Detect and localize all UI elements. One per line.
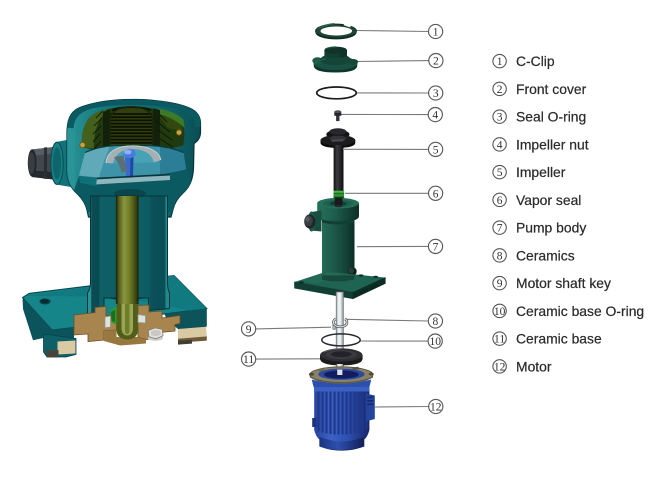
svg-text:7: 7	[497, 223, 503, 235]
svg-text:Impeller nut: Impeller nut	[516, 136, 589, 152]
svg-text:7: 7	[433, 242, 439, 254]
svg-text:2: 2	[497, 84, 503, 96]
svg-text:Motor: Motor	[516, 358, 552, 374]
svg-text:Vapor seal: Vapor seal	[516, 192, 581, 208]
svg-text:Impeller: Impeller	[516, 164, 566, 180]
svg-text:11: 11	[243, 354, 254, 366]
svg-text:10: 10	[494, 306, 506, 318]
svg-text:1: 1	[433, 27, 439, 39]
svg-text:11: 11	[494, 334, 505, 346]
svg-text:2: 2	[433, 56, 439, 68]
svg-text:C-Clip: C-Clip	[516, 53, 555, 69]
svg-text:Ceramics: Ceramics	[516, 247, 575, 263]
svg-text:6: 6	[433, 188, 439, 200]
svg-text:6: 6	[497, 195, 503, 207]
svg-text:Motor shaft key: Motor shaft key	[516, 275, 611, 291]
svg-text:5: 5	[497, 167, 503, 179]
svg-text:4: 4	[432, 110, 438, 122]
svg-text:12: 12	[494, 361, 506, 373]
svg-text:5: 5	[433, 145, 439, 157]
svg-text:Ceramic base: Ceramic base	[516, 331, 602, 347]
svg-text:1: 1	[497, 56, 503, 68]
svg-text:3: 3	[433, 88, 439, 100]
svg-text:8: 8	[497, 250, 503, 262]
svg-text:4: 4	[497, 139, 503, 151]
svg-text:8: 8	[433, 316, 439, 328]
svg-text:Seal O-ring: Seal O-ring	[516, 109, 586, 125]
svg-text:Front cover: Front cover	[516, 81, 587, 97]
svg-text:Ceramic base O-ring: Ceramic base O-ring	[516, 303, 644, 319]
svg-text:9: 9	[497, 278, 503, 290]
svg-text:3: 3	[497, 112, 503, 124]
svg-text:9: 9	[246, 324, 252, 336]
svg-text:Pump body: Pump body	[516, 220, 586, 236]
svg-text:10: 10	[429, 336, 441, 348]
svg-text:12: 12	[430, 402, 442, 414]
